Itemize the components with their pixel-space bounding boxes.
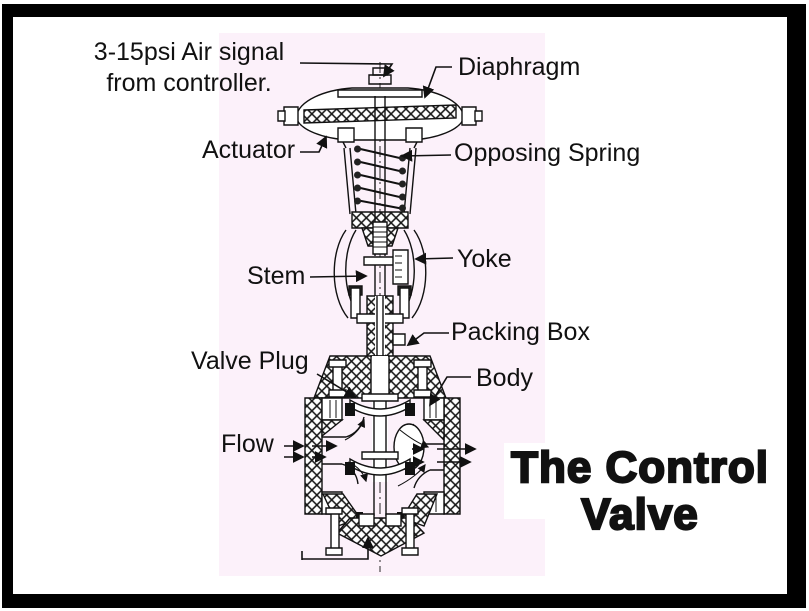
label-diaphragm: Diaphragm (458, 53, 581, 81)
flow-arrows (284, 418, 477, 486)
diaphragm-dome-drawing (278, 68, 482, 148)
slide-title-line1: The Control (510, 443, 769, 492)
packing-box-drawing (349, 286, 411, 358)
slide-title: The Control Valve (498, 443, 782, 539)
opposing-spring-drawing (354, 145, 406, 212)
border-frame (2, 4, 806, 608)
label-actuator: Actuator (202, 136, 296, 164)
label-flow: Flow (221, 430, 274, 458)
label-stem: Stem (247, 262, 306, 290)
yoke-drawing (334, 230, 426, 318)
label-opposing-spring: Opposing Spring (454, 139, 641, 167)
label-body: Body (476, 364, 533, 392)
label-packing-box: Packing Box (451, 318, 590, 346)
label-air-signal-line1: 3-15psi Air signal (93, 38, 285, 66)
leader-lines (300, 63, 471, 560)
label-air-signal-line2: from controller. (106, 69, 272, 97)
valve-plug-drawing (345, 394, 415, 475)
stem-drawing (364, 96, 396, 296)
slide-title-line2: Valve (580, 490, 699, 539)
label-air-signal: 3-15psi Air signal from controller. (75, 37, 303, 99)
label-valve-plug: Valve Plug (191, 347, 309, 375)
label-yoke: Yoke (457, 245, 512, 273)
title-background (504, 443, 548, 519)
